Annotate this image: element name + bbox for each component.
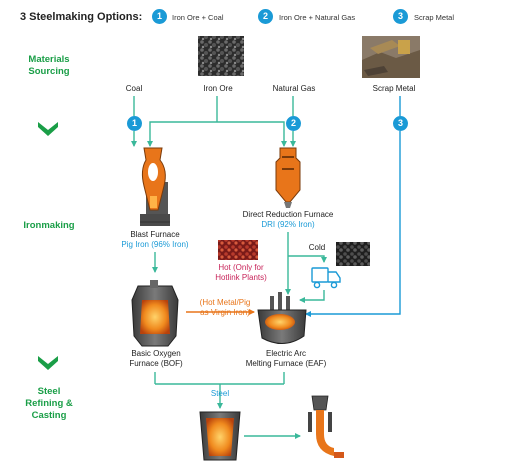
bof-label-line1: Basic Oxygen: [131, 349, 181, 358]
cold-label: Cold: [308, 243, 326, 252]
material-natural-gas: Natural Gas: [272, 84, 316, 93]
material-iron-ore: Iron Ore: [203, 84, 233, 93]
chevron-down-icon: [38, 356, 58, 370]
basic-oxygen-furnace-graphic: [131, 280, 179, 347]
blast-furnace-graphic: [140, 147, 170, 226]
option-label-1: Iron Ore + Coal: [172, 13, 224, 22]
section-ironmaking: Ironmaking: [23, 220, 75, 231]
eaf-label-line1: Electric Arc: [265, 349, 306, 358]
continuous-caster-graphic: [308, 395, 344, 458]
hot-note: Hot (Only for Hotlink Plants): [210, 263, 272, 283]
chevron-down-icon: [38, 122, 58, 136]
direct-reduction-furnace-graphic: [275, 147, 301, 208]
hot-note-line2: Hotlink Plants): [215, 273, 267, 282]
iron-ore-photo: [198, 36, 244, 76]
scrap-metal-photo: [362, 36, 420, 78]
hot-note-line1: Hot (Only for: [218, 263, 264, 272]
route-badge-2: 2: [286, 116, 301, 131]
blast-furnace-label: Blast Furnace: [130, 230, 180, 239]
option-badge-3: 3: [393, 9, 408, 24]
material-coal: Coal: [125, 84, 143, 93]
pig-iron-label: Pig Iron (96% Iron): [121, 240, 189, 249]
hot-iron-photo: [218, 240, 258, 260]
section-steel-line3: Casting: [31, 410, 67, 421]
hot-metal-note-line1: (Hot Metal/Pig: [199, 298, 251, 307]
material-scrap-metal: Scrap Metal: [372, 84, 416, 93]
option-label-3: Scrap Metal: [414, 13, 455, 22]
section-steel-refining-casting: Steel Refining & Casting: [14, 386, 84, 422]
dri-label: DRI (92% Iron): [261, 220, 315, 229]
hot-metal-note-line2: as Virgin Iron): [200, 308, 250, 317]
bof-label: Basic Oxygen Furnace (BOF): [116, 349, 196, 369]
ladle-graphic: [199, 411, 241, 461]
section-steel-line2: Refining &: [25, 398, 73, 409]
hot-metal-note: (Hot Metal/Pig as Virgin Iron): [192, 298, 258, 318]
dri-pellets-photo: [336, 242, 370, 266]
route-badge-3: 3: [393, 116, 408, 131]
electric-arc-furnace-graphic: [257, 292, 307, 344]
truck-icon: [311, 267, 341, 289]
option-badge-1: 1: [152, 9, 167, 24]
eaf-label-line2: Melting Furnace (EAF): [245, 359, 327, 368]
bof-label-line2: Furnace (BOF): [129, 359, 183, 368]
section-materials-line2: Sourcing: [28, 66, 70, 77]
steel-label: Steel: [210, 389, 230, 398]
route-badge-1: 1: [127, 116, 142, 131]
direct-reduction-label: Direct Reduction Furnace: [242, 210, 334, 219]
eaf-label: Electric Arc Melting Furnace (EAF): [236, 349, 336, 369]
section-materials-sourcing: Materials Sourcing: [14, 54, 84, 78]
diagram-title: 3 Steelmaking Options:: [20, 11, 143, 23]
option-label-2: Iron Ore + Natural Gas: [279, 13, 356, 22]
section-materials-line1: Materials: [28, 54, 70, 65]
option-badge-2: 2: [258, 9, 273, 24]
section-steel-line1: Steel: [37, 386, 61, 397]
